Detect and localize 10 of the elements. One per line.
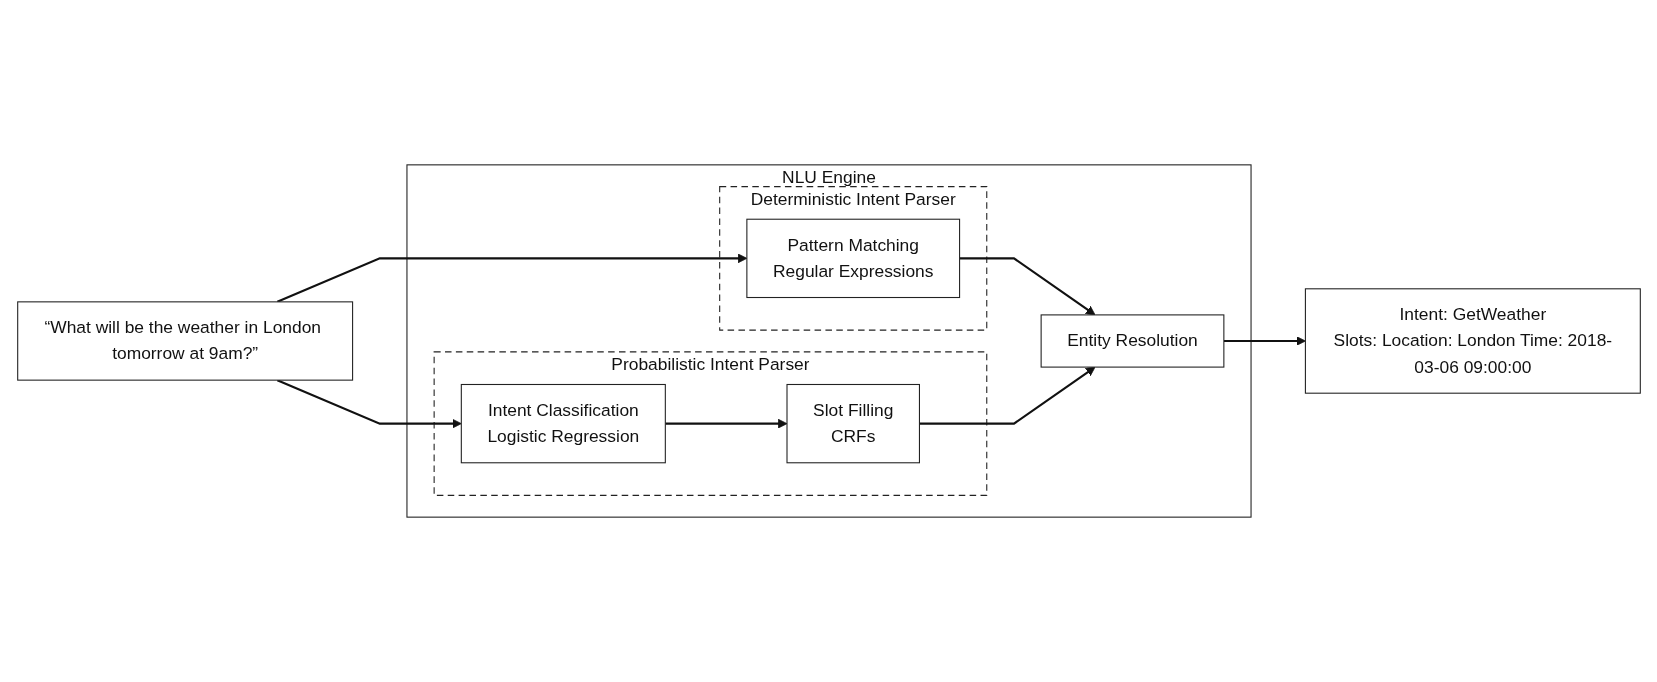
node-box: Intent Classification Logistic Regression (460, 383, 666, 464)
node-box: Entity Resolution (1040, 314, 1224, 368)
node-box: Slot Filling CRFs (785, 383, 920, 464)
arrow (918, 366, 1095, 425)
arrow (664, 418, 787, 429)
arrow (959, 257, 1095, 316)
node-box: Pattern Matching Regular Expressions (745, 218, 960, 299)
node-box: Intent: GetWeather Slots: Location: London Time: 2018-03-06 09:00:00 (1304, 288, 1641, 394)
arrow (276, 253, 747, 303)
node-box: “What will be the weather in London tomorrow at 9am?” (16, 301, 353, 381)
